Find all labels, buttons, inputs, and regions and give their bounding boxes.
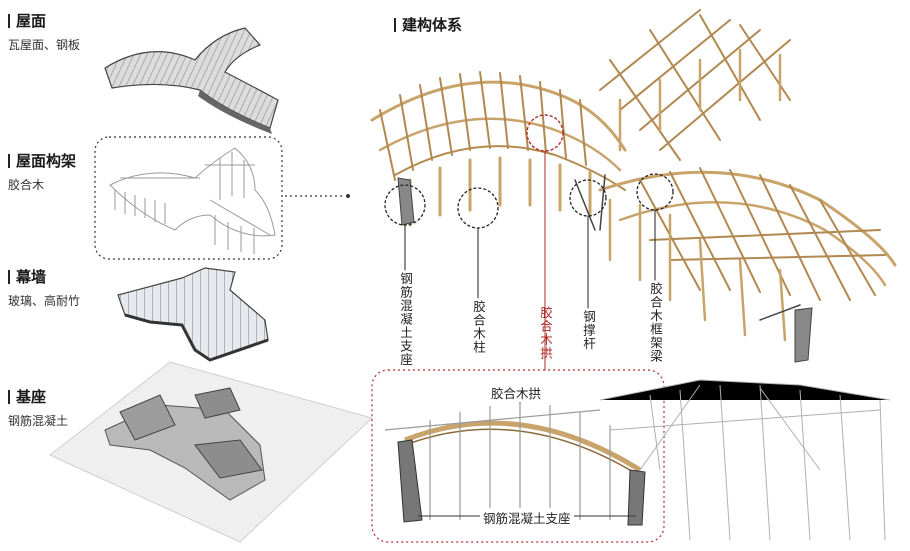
layer-roof-frame-subtitle: 胶合木: [8, 178, 45, 192]
layer-roof: 屋面 瓦屋面、钢板: [8, 12, 80, 53]
layer-roof-frame: 屋面构架 胶合木: [8, 152, 76, 193]
detail-arch-label: 胶合木拱: [488, 383, 545, 402]
system-title: 建构体系: [394, 14, 462, 35]
layer-roof-frame-title: 屋面构架: [8, 152, 76, 170]
detail-support-label: 钢筋混凝土支座: [480, 508, 574, 527]
connector-dot: [346, 194, 350, 198]
layer-curtain-wall: 幕墙 玻璃、高耐竹: [8, 268, 80, 309]
structure-axonometric: [370, 9, 897, 371]
curtain-wall-model: [117, 267, 269, 362]
layer-base-title: 基座: [8, 388, 68, 406]
label-glulam-frame-beam: 胶合木框架梁: [648, 282, 663, 363]
label-glulam-arch: 胶合木拱: [538, 306, 553, 360]
layer-roof-title: 屋面: [8, 12, 80, 30]
label-glulam-column: 胶合木柱: [471, 300, 486, 354]
roof-model: [104, 27, 279, 134]
layer-roof-subtitle: 瓦屋面、钢板: [8, 38, 81, 52]
roof-frame-model: [94, 136, 283, 260]
layer-curtain-wall-subtitle: 玻璃、高耐竹: [8, 294, 81, 308]
detail-elevation: [371, 369, 891, 543]
layer-curtain-wall-title: 幕墙: [8, 268, 80, 286]
label-steel-brace: 钢撑杆: [581, 310, 596, 351]
label-rc-support: 钢筋混凝土支座: [398, 272, 413, 367]
layer-base: 基座 钢筋混凝土: [8, 388, 68, 429]
base-model: [49, 361, 373, 543]
layer-base-subtitle: 钢筋混凝土: [8, 414, 69, 428]
